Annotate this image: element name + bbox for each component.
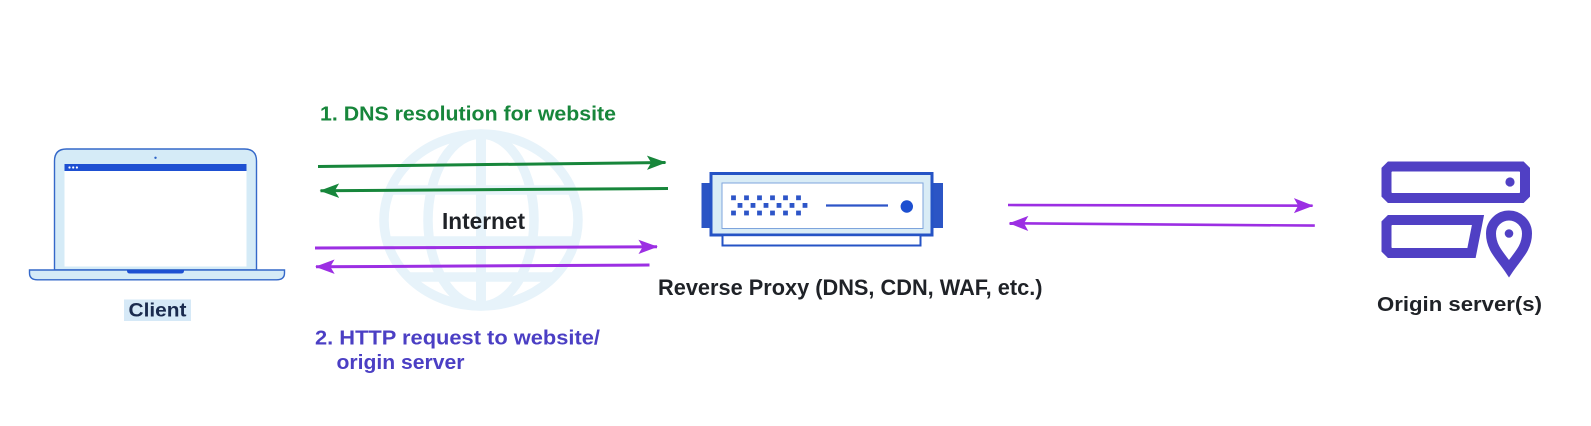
svg-text:Reverse Proxy (DNS, CDN, WAF,: Reverse Proxy (DNS, CDN, WAF, etc.) bbox=[658, 275, 1043, 300]
svg-text:Internet: Internet bbox=[442, 208, 525, 234]
svg-text:1. DNS resolution for website: 1. DNS resolution for website bbox=[320, 104, 616, 126]
svg-text:Origin server(s): Origin server(s) bbox=[1377, 294, 1542, 316]
svg-text:2. HTTP request to website/: 2. HTTP request to website/ bbox=[315, 327, 600, 350]
svg-text:origin server: origin server bbox=[337, 351, 465, 374]
svg-text:Client: Client bbox=[129, 300, 188, 322]
